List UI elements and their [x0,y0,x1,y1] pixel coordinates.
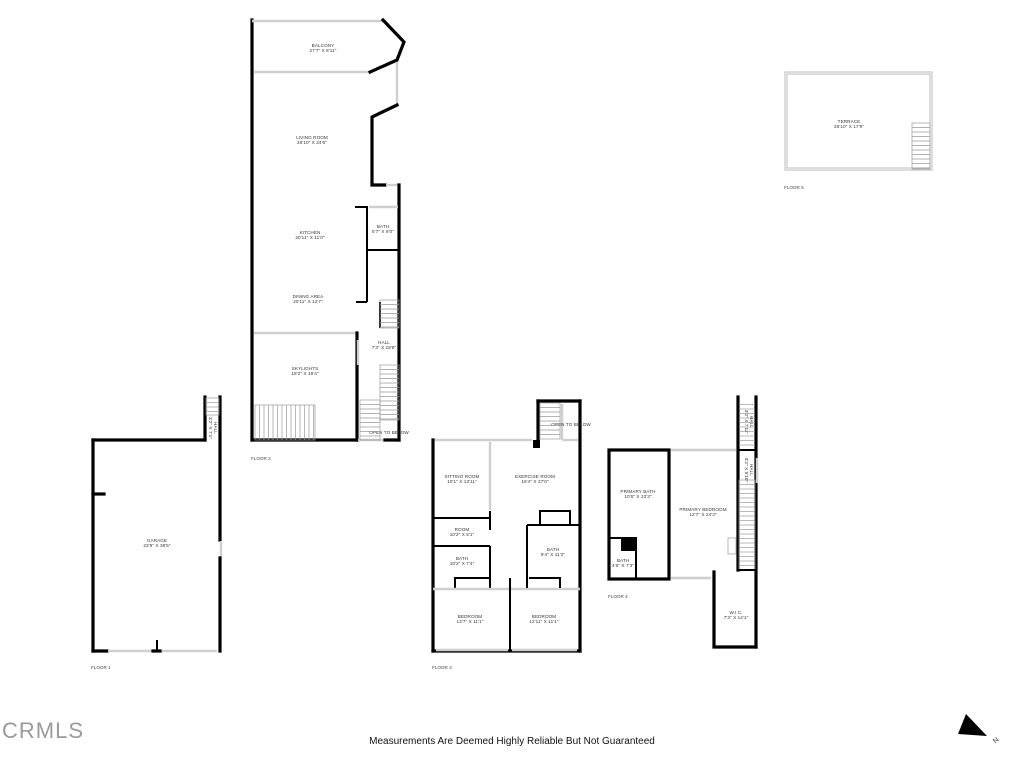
room-size: 10'2" X 5'1" [450,532,475,537]
room-size: 20'11" X 12'7" [293,299,323,304]
room-size: 16'4" X 27'0" [521,479,549,484]
disclaimer-text: Measurements Are Deemed Highly Reliable … [369,736,655,747]
room-name: BATH [617,558,629,563]
room-size: 13'7" X 11'1" [457,619,484,624]
floor-3-plan [431,399,582,653]
open-to-below-note: OPEN TO BELOW [369,430,409,435]
room-name: SKYLIGHTS [292,366,319,371]
north-label: N [992,736,1000,745]
room-size: 9'4" X 11'2" [541,552,566,557]
room-size: 7'3" X 14'1" [724,615,749,620]
floor-label: FLOOR 2 [251,456,271,461]
room-name: ROOM [455,527,470,532]
room-name: BATH [547,547,559,552]
north-arrow-icon: N [958,714,1001,745]
room-name: DINING AREA [293,294,325,299]
room-size: 3'2" X 5'10" [744,458,749,483]
room-size: 12'7" X 24'3" [689,512,717,517]
room-name: BALCONY [312,43,335,48]
room-name: KITCHEN [300,230,321,235]
open-to-below-note: OPEN TO BELOW [551,422,591,427]
room-size: 5'7" X 8'0" [372,229,394,234]
room-name: SITTING ROOM [445,474,480,479]
room-size: 10'2" X 7'4" [450,561,475,566]
room-size: 26'10" X 24'6" [297,140,327,145]
room-size: 27'7" X 8'11" [310,48,337,53]
room-size: 4'6" X 7'3" [612,563,634,568]
floor-1-plan [91,395,223,653]
crmls-logo: CRMLS [2,718,85,743]
room-name: TERRACE [838,119,861,124]
room-name: BATH [456,556,468,561]
room-size: 10'1" X 13'11" [447,479,477,484]
room-size: 23'9" X 38'5" [143,543,171,548]
room-name: W.I.C. [729,610,742,615]
room-name: GARAGE [147,538,167,543]
floor-4-plan [607,395,759,649]
room-name: BEDROOM [458,614,483,619]
room-size: 20'11" X 11'0" [295,235,325,240]
floor-label: FLOOR 4 [608,594,628,599]
floor-label: FLOOR 3 [432,665,452,670]
room-size: 3'2" X 7'1" [208,417,213,439]
floor-label: FLOOR 5 [784,185,804,190]
room-name: PRIMARY BEDROOM [679,507,726,512]
room-name: BEDROOM [532,614,557,619]
room-size: 12'11" X 11'1" [529,619,559,624]
room-name: HALL [378,340,390,345]
room-size: 10'6" X 23'3" [624,494,652,499]
room-size: 26'10" X 17'9" [834,124,864,129]
room-size: 7'3" X 18'8" [372,345,397,350]
room-name: BATH [377,224,389,229]
floor-label: FLOOR 1 [91,665,111,670]
room-name: EXERCISE ROOM [515,474,555,479]
room-size: 19'2" X 19'4" [291,371,319,376]
floor-5-plan [784,71,933,171]
room-name: HALL [213,422,218,434]
room-name: LIVING ROOM [296,135,328,140]
room-name: PRIMARY BATH [620,489,655,494]
room-size: 3'2" X 7'11" [744,410,749,435]
room-name: HALL [749,464,754,476]
